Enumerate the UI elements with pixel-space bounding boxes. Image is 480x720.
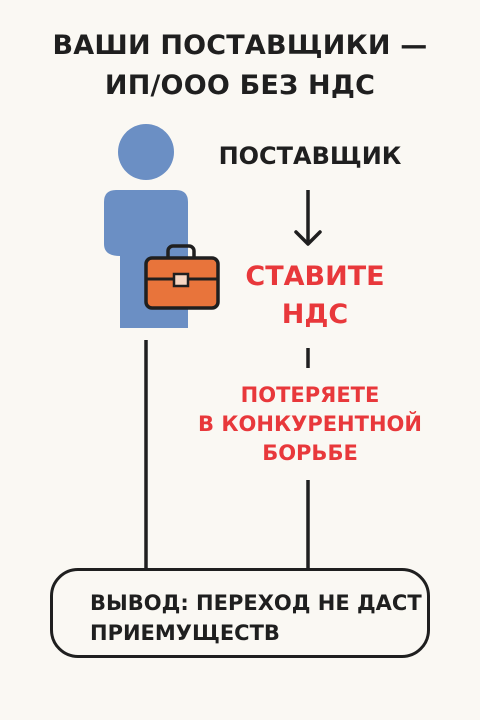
conclusion-box (50, 568, 430, 658)
conclusion-text: ВЫВОД: ПЕРЕХОД НЕ ДАСТ ПРИЕМУЩЕСТВ (90, 588, 430, 648)
down-arrow-icon (294, 190, 322, 246)
supplier-label: ПОСТАВЩИК (218, 142, 402, 170)
title-line-2: ИП/ООО БЕЗ НДС (104, 70, 376, 101)
loss-label: ПОТЕРЯЕТЕ В КОНКУРЕНТНОЙ БОРЬБЕ (190, 381, 430, 468)
loss-label-line-1: ПОТЕРЯЕТЕ (240, 383, 380, 407)
vat-label: СТАВИТЕ НДС (200, 258, 430, 334)
page-title: ВАШИ ПОСТАВЩИКИ — ИП/ООО БЕЗ НДС (0, 26, 480, 106)
vat-label-line-1: СТАВИТЕ (245, 261, 385, 292)
conclusion-line-2: ПРИЕМУЩЕСТВ (90, 621, 280, 645)
conclusion-line-1: ВЫВОД: ПЕРЕХОД НЕ ДАСТ (90, 591, 422, 615)
loss-label-line-2: В КОНКУРЕНТНОЙ (198, 412, 422, 436)
title-line-1: ВАШИ ПОСТАВЩИКИ — (52, 30, 428, 61)
briefcase-icon (144, 244, 220, 310)
vat-label-line-2: НДС (281, 299, 349, 330)
loss-label-line-3: БОРЬБЕ (262, 441, 358, 465)
